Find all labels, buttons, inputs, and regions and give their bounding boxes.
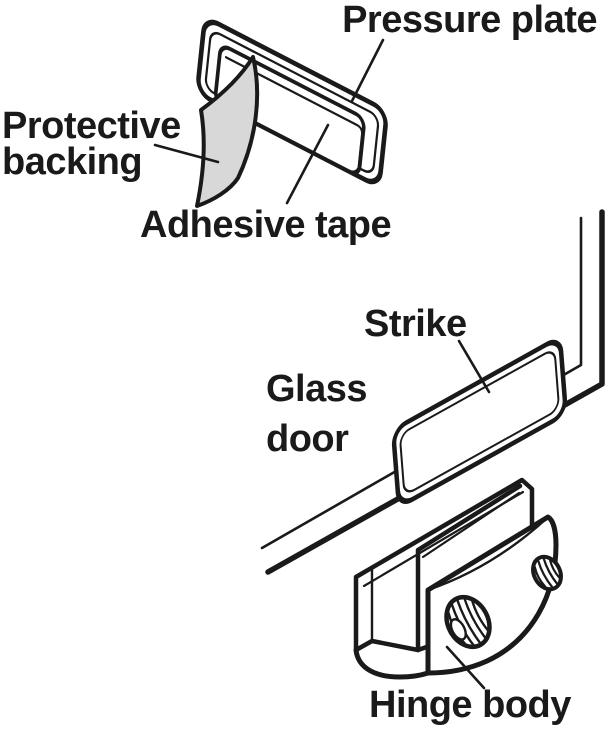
protective-backing-label-line2: backing (2, 141, 143, 183)
adhesive-tape-label: Adhesive tape (140, 204, 392, 246)
glass-door-label: Glass door (266, 364, 368, 464)
hinge-body-drawing (353, 477, 563, 680)
leader-pressure-plate (350, 38, 385, 103)
pressure-plate-label: Pressure plate (342, 0, 597, 41)
hinge-body-label: Hinge body (369, 684, 571, 726)
strike-label: Strike (364, 303, 467, 345)
leader-protective-backing (153, 143, 220, 164)
protective-backing-drawing (195, 55, 260, 208)
protective-backing-label-line1: Protective (2, 105, 181, 147)
hinge-screw-side-icon (531, 554, 563, 592)
protective-backing-label: Protective backing (2, 105, 181, 183)
leader-adhesive-tape (285, 123, 330, 205)
strike-drawing (391, 339, 568, 504)
glass-door-label-line1: Glass (266, 368, 368, 410)
leader-lines (153, 38, 491, 690)
leader-hinge-body (445, 645, 486, 690)
glass-door-drawing (260, 209, 605, 575)
hinge-screw-front-icon (444, 594, 492, 650)
glass-door-label-line2: door (266, 418, 349, 460)
leader-strike (457, 339, 491, 394)
